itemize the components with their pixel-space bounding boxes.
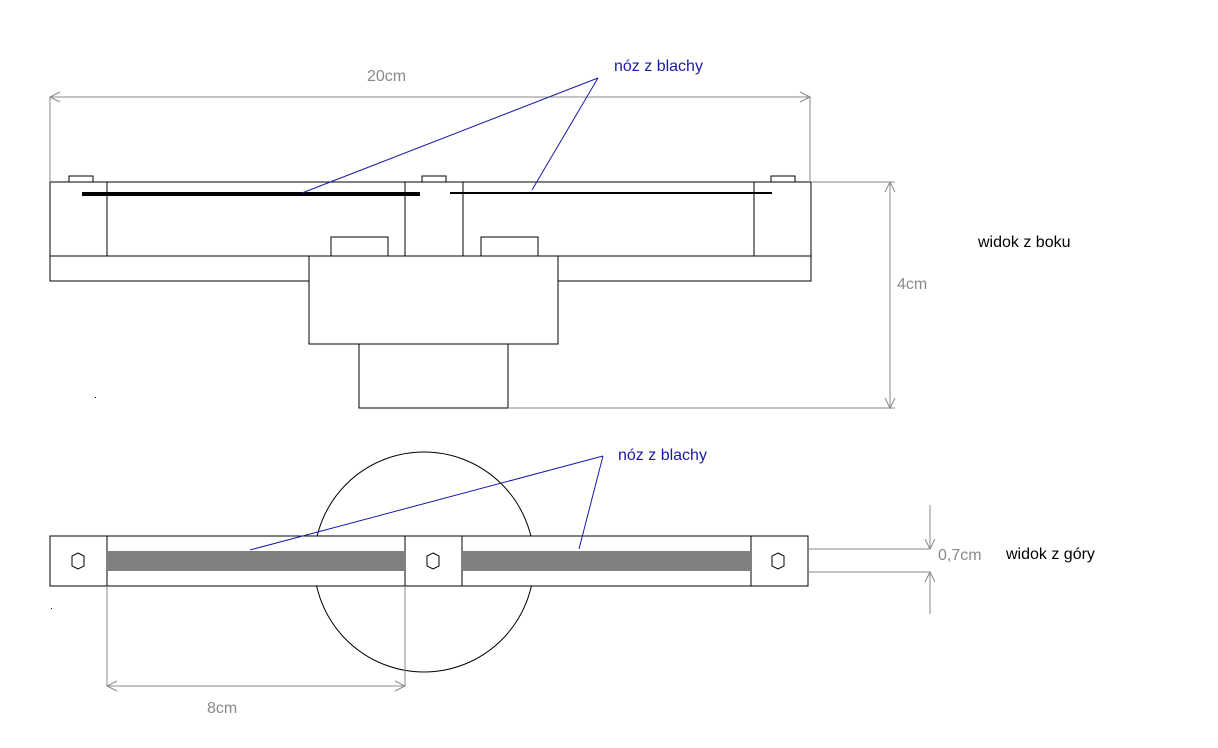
side-screw-head-left bbox=[68, 175, 94, 183]
width-dimension-label: 20cm bbox=[367, 68, 407, 85]
thickness-dimension-label: 0,7cm bbox=[938, 547, 982, 564]
bolt-hole-center bbox=[426, 552, 440, 570]
knife-leader-top bbox=[301, 77, 599, 194]
height-dimension-label: 4cm bbox=[897, 276, 928, 293]
side-screw-head-center bbox=[421, 175, 447, 183]
dimension-height bbox=[508, 180, 896, 410]
knife-label-top: nóz z blachy bbox=[614, 58, 703, 75]
top-blade-left bbox=[108, 551, 405, 571]
side-nut-right bbox=[480, 236, 539, 257]
knife-leader-bottom bbox=[249, 455, 604, 551]
side-nut-left bbox=[330, 236, 389, 257]
bolt-hole-right bbox=[771, 552, 785, 570]
knife-label-bottom: nóz z blachy bbox=[618, 447, 707, 464]
side-screw-head-right bbox=[770, 175, 796, 183]
side-view-label: widok z boku bbox=[978, 234, 1071, 251]
side-view bbox=[49, 175, 812, 409]
stray-dot-1 bbox=[95, 397, 96, 398]
top-view-label: widok z góry bbox=[1006, 546, 1095, 563]
dimension-width bbox=[48, 91, 812, 182]
dimension-thickness bbox=[808, 505, 936, 614]
bolt-hole-left bbox=[71, 552, 85, 570]
stray-dot-2 bbox=[51, 608, 52, 609]
side-motor-body bbox=[308, 255, 559, 345]
side-motor-bottom bbox=[358, 343, 509, 409]
top-blade-right bbox=[463, 551, 751, 571]
segment-dimension-label: 8cm bbox=[207, 700, 238, 717]
dimension-segment bbox=[105, 586, 407, 692]
bolt-holes bbox=[71, 552, 785, 570]
